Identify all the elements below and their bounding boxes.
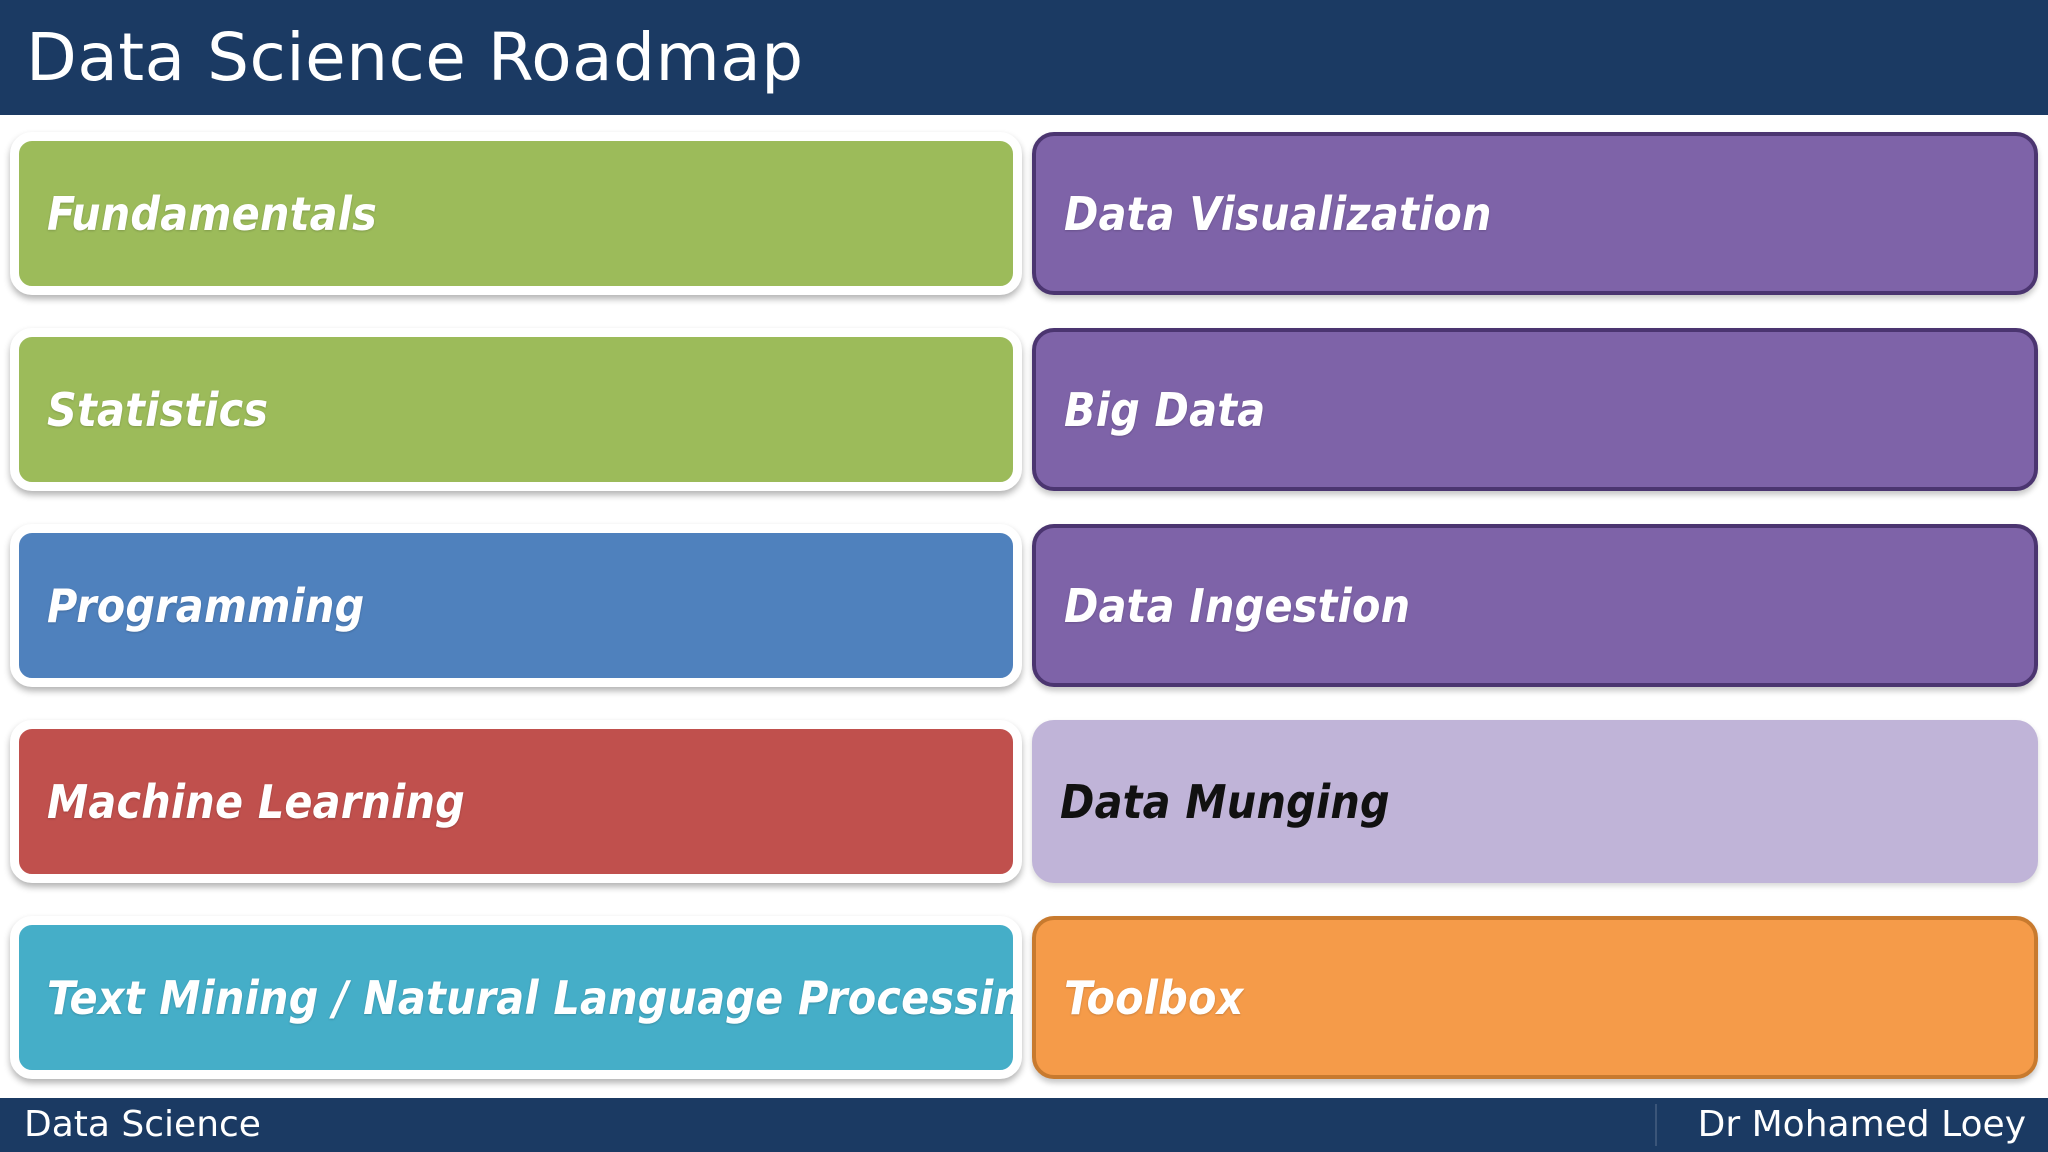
roadmap-card-label: Statistics: [47, 382, 269, 437]
roadmap-row: Fundamentals Data Visualization: [0, 132, 2048, 295]
footer-divider: [1655, 1104, 1657, 1146]
roadmap-card-label: Data Munging: [1060, 774, 1390, 829]
roadmap-card-label: Fundamentals: [47, 186, 377, 241]
roadmap-card-text-mining-nlp[interactable]: Text Mining / Natural Language Processin…: [10, 916, 1022, 1079]
roadmap-card-label: Programming: [47, 578, 365, 633]
roadmap-row: Statistics Big Data: [0, 328, 2048, 491]
roadmap-card-data-visualization[interactable]: Data Visualization: [1032, 132, 2038, 295]
footer-deck-name: Data Science: [24, 1104, 261, 1145]
slide-footer: Data Science Dr Mohamed Loey: [0, 1098, 2048, 1152]
roadmap-board: Fundamentals Data Visualization Statisti…: [0, 122, 2048, 1094]
roadmap-card-toolbox[interactable]: Toolbox: [1032, 916, 2038, 1079]
roadmap-card-big-data[interactable]: Big Data: [1032, 328, 2038, 491]
roadmap-card-statistics[interactable]: Statistics: [10, 328, 1022, 491]
roadmap-card-programming[interactable]: Programming: [10, 524, 1022, 687]
roadmap-card-label: Data Visualization: [1064, 186, 1492, 241]
roadmap-card-machine-learning[interactable]: Machine Learning: [10, 720, 1022, 883]
slide-header: Data Science Roadmap: [0, 0, 2048, 115]
roadmap-card-data-ingestion[interactable]: Data Ingestion: [1032, 524, 2038, 687]
roadmap-row: Machine Learning Data Munging: [0, 720, 2048, 883]
roadmap-card-label: Data Ingestion: [1064, 578, 1411, 633]
page-title: Data Science Roadmap: [26, 18, 804, 96]
roadmap-card-label: Toolbox: [1064, 970, 1244, 1025]
roadmap-row: Programming Data Ingestion: [0, 524, 2048, 687]
roadmap-row: Text Mining / Natural Language Processin…: [0, 916, 2048, 1079]
roadmap-card-label: Big Data: [1064, 382, 1266, 437]
roadmap-card-label: Text Mining / Natural Language Processin…: [47, 970, 1022, 1025]
roadmap-card-fundamentals[interactable]: Fundamentals: [10, 132, 1022, 295]
roadmap-card-data-munging[interactable]: Data Munging: [1032, 720, 2038, 883]
roadmap-card-label: Machine Learning: [47, 774, 465, 829]
footer-author: Dr Mohamed Loey: [1697, 1104, 2026, 1145]
